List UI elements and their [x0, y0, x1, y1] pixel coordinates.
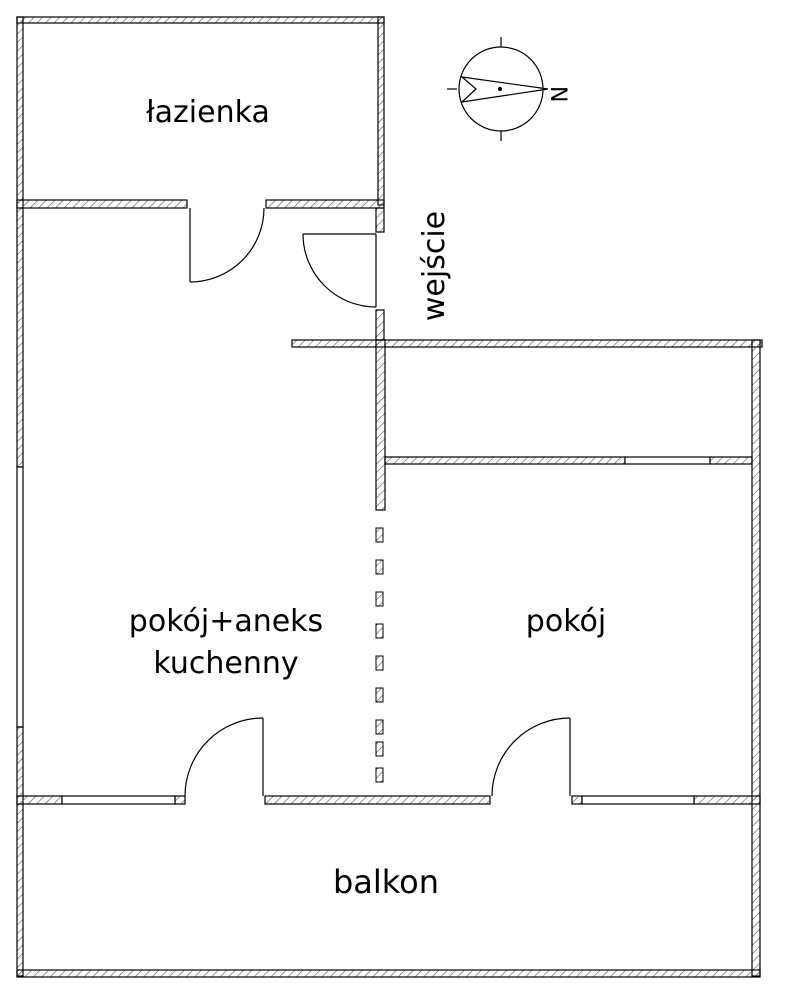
door-living-balcony [184, 717, 264, 797]
wall-balcony-top-e [693, 795, 761, 805]
wall-left-lower-window [16, 466, 24, 728]
wall-closet-window [624, 456, 711, 465]
compass [447, 37, 549, 141]
wall-closet-bottom-a [384, 456, 626, 465]
door-bathroom [189, 207, 265, 283]
compass-north-letter: N [545, 86, 570, 102]
wall-top-right-room [291, 339, 763, 348]
wall-balcony-top-c [264, 795, 491, 805]
room-label-room: pokój [526, 604, 606, 639]
wall-balcony-bottom [16, 969, 761, 978]
wall-bathroom-bottom-b [265, 199, 385, 209]
wall-window-b [581, 795, 695, 805]
wall-balcony-top-d [571, 795, 583, 805]
wall-entrance-lower [375, 309, 385, 341]
room-label-living-kitchen-1: pokój+aneks [129, 604, 323, 639]
walls [16, 16, 763, 978]
wall-bathroom-right [377, 16, 385, 206]
wall-entrance-upper [375, 207, 385, 233]
room-label-living-kitchen-2: kuchenny [153, 646, 298, 681]
wall-window-a [61, 795, 176, 805]
wall-left-lower [16, 726, 24, 977]
wall-balcony-top-a [16, 795, 63, 805]
compass-arrow-icon [460, 76, 549, 103]
door-bedroom-balcony [491, 717, 571, 797]
wall-right [751, 339, 761, 977]
wall-balcony-top-b [174, 795, 186, 805]
room-label-bathroom: łazienka [146, 95, 270, 130]
wall-bathroom-top [16, 16, 385, 24]
wall-left-upper [16, 16, 24, 468]
entrance-label: wejście [417, 211, 452, 321]
wall-mid-vertical [375, 339, 386, 511]
door-entrance [302, 233, 377, 308]
wall-closet-bottom-b [709, 456, 753, 465]
wall-bathroom-bottom-a [16, 199, 188, 209]
room-label-balcony: balkon [333, 863, 439, 901]
dashed-partition [375, 527, 384, 783]
doors [184, 207, 571, 797]
